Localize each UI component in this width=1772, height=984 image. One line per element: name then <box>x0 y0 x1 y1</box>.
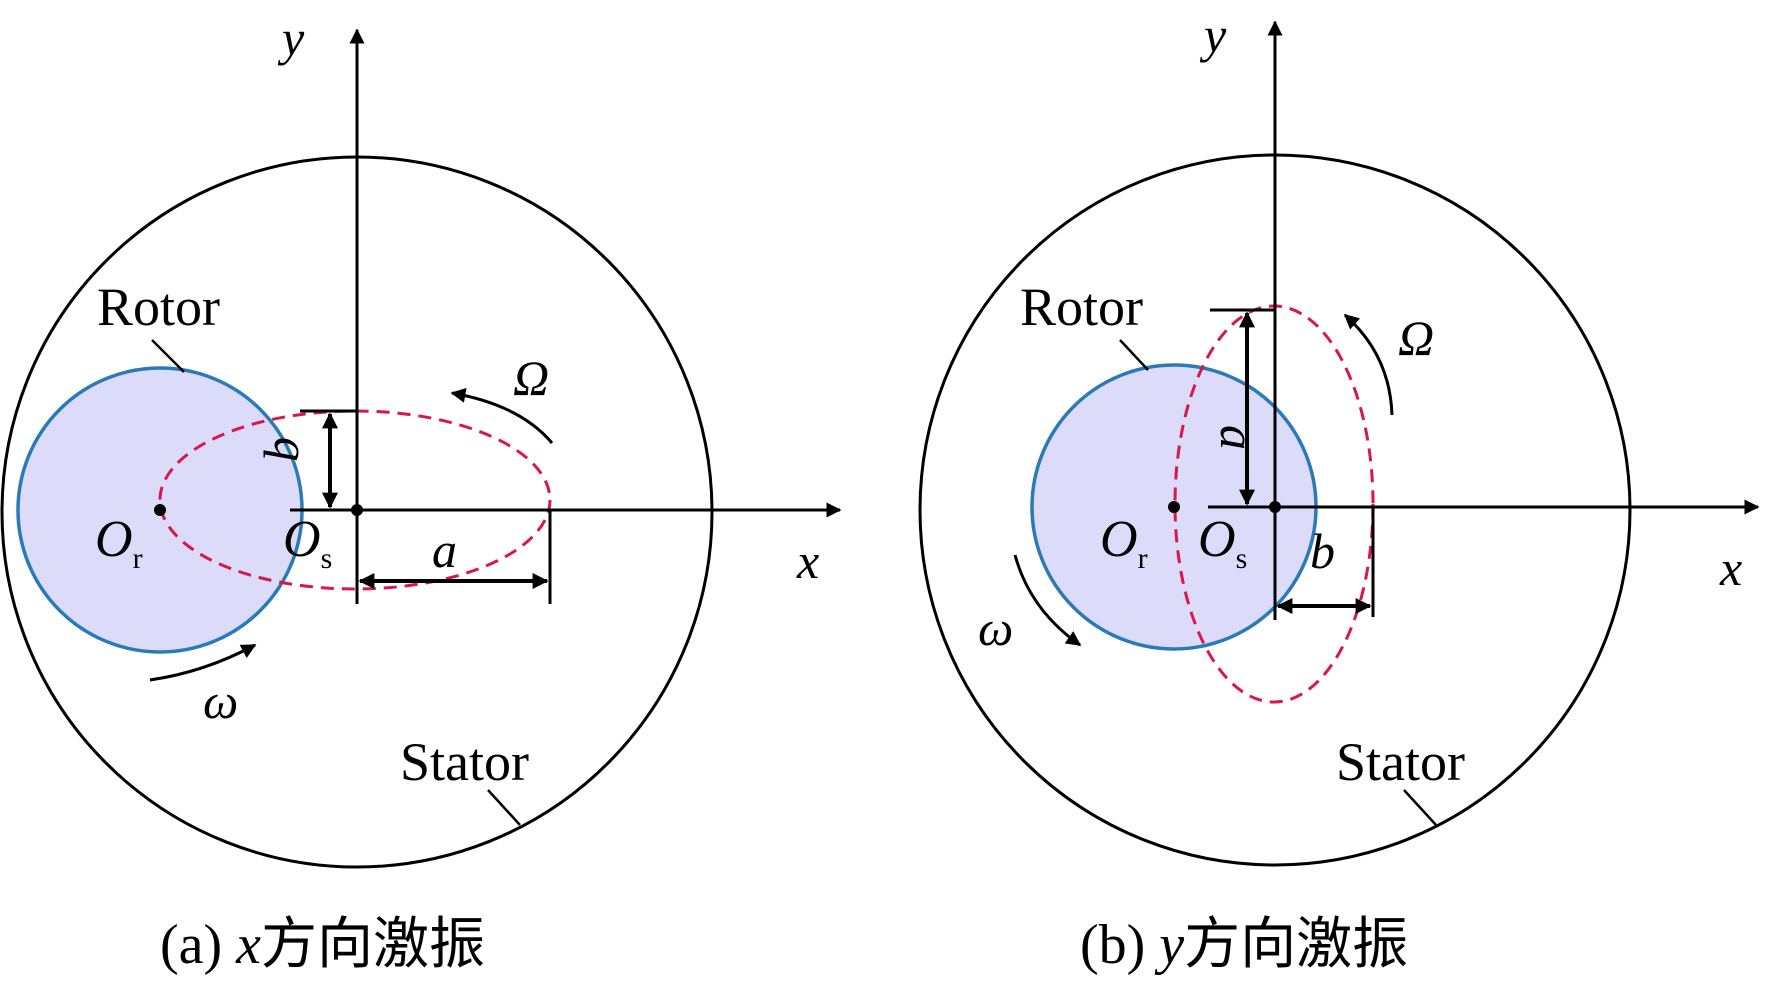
spin-arrow <box>1013 554 1082 647</box>
stator-leader <box>487 789 521 826</box>
spin-symbol: ω <box>978 600 1013 656</box>
stator-origin-label: Os <box>1198 511 1247 575</box>
y-axis-label: y <box>1199 7 1227 63</box>
semi-axis-b-label: b <box>1310 523 1335 579</box>
panel-b: y x Rotor Stator a b Ω ω Or Os (b) y方向激振 <box>918 7 1760 976</box>
whirl-symbol: Ω <box>513 350 549 406</box>
spin-symbol: ω <box>203 673 238 729</box>
stator-origin-label: Os <box>283 511 332 575</box>
whirl-arrow <box>450 387 554 444</box>
rotor-leader <box>151 339 185 373</box>
stator-label: Stator <box>1336 732 1465 792</box>
panel-a: y x Rotor Stator a b Ω ω Or Os (a) x方向激振 <box>0 10 842 976</box>
whirl-symbol: Ω <box>1398 310 1434 366</box>
rotor-origin-label: Or <box>95 511 143 575</box>
caption-a: (a) x方向激振 <box>160 914 485 976</box>
caption-b: (b) y方向激振 <box>1080 914 1408 976</box>
rotor-label: Rotor <box>97 277 220 337</box>
stator-center-dot <box>351 504 363 516</box>
stator-center-dot <box>1269 501 1281 513</box>
semi-axis-a-label: a <box>432 522 457 578</box>
rotor-center-dot <box>154 504 166 516</box>
rotor-origin-label: Or <box>1100 511 1148 575</box>
rotor-label: Rotor <box>1020 277 1143 337</box>
semi-axis-b-label: b <box>253 437 309 462</box>
semi-axis-a-label: a <box>1210 425 1266 450</box>
rotor-leader <box>1119 339 1149 371</box>
x-axis-label: x <box>796 533 819 589</box>
orbit-ellipse <box>158 409 552 591</box>
stator-label: Stator <box>400 732 529 792</box>
whirl-arrow <box>1343 313 1394 416</box>
x-axis-label: x <box>1719 540 1742 596</box>
rotor-center-dot <box>1168 501 1180 513</box>
stator-leader <box>1403 789 1437 826</box>
spin-arrow <box>149 643 257 682</box>
y-axis-label: y <box>277 10 305 66</box>
